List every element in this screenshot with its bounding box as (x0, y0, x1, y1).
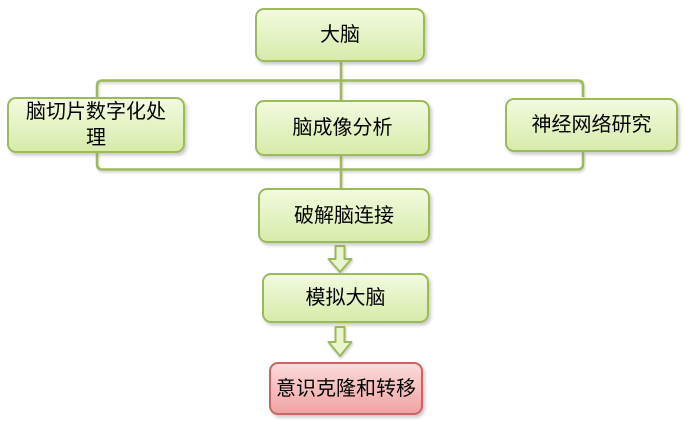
node-decode-brain-connections: 破解脑连接 (258, 188, 430, 243)
node-brain-slice-digitization-label: 脑切片数字化处 理 (26, 101, 166, 149)
node-brain: 大脑 (255, 8, 425, 62)
node-brain-label: 大脑 (320, 24, 360, 46)
node-brain-imaging-analysis-label: 脑成像分析 (292, 117, 393, 139)
node-decode-brain-connections-label: 破解脑连接 (294, 204, 394, 227)
node-simulate-brain-label: 模拟大脑 (305, 287, 386, 309)
node-consciousness-cloning-transfer: 意识克隆和转移 (269, 362, 423, 415)
node-simulate-brain: 模拟大脑 (262, 273, 429, 323)
node-neural-network-research-label: 神经网络研究 (531, 114, 652, 136)
down-arrow-icon (327, 326, 353, 357)
down-arrow-icon (327, 245, 353, 273)
node-consciousness-cloning-transfer-label: 意识克隆和转移 (276, 377, 416, 400)
node-brain-slice-digitization: 脑切片数字化处 理 (7, 97, 185, 153)
node-neural-network-research: 神经网络研究 (505, 98, 678, 152)
node-brain-imaging-analysis: 脑成像分析 (255, 100, 430, 156)
